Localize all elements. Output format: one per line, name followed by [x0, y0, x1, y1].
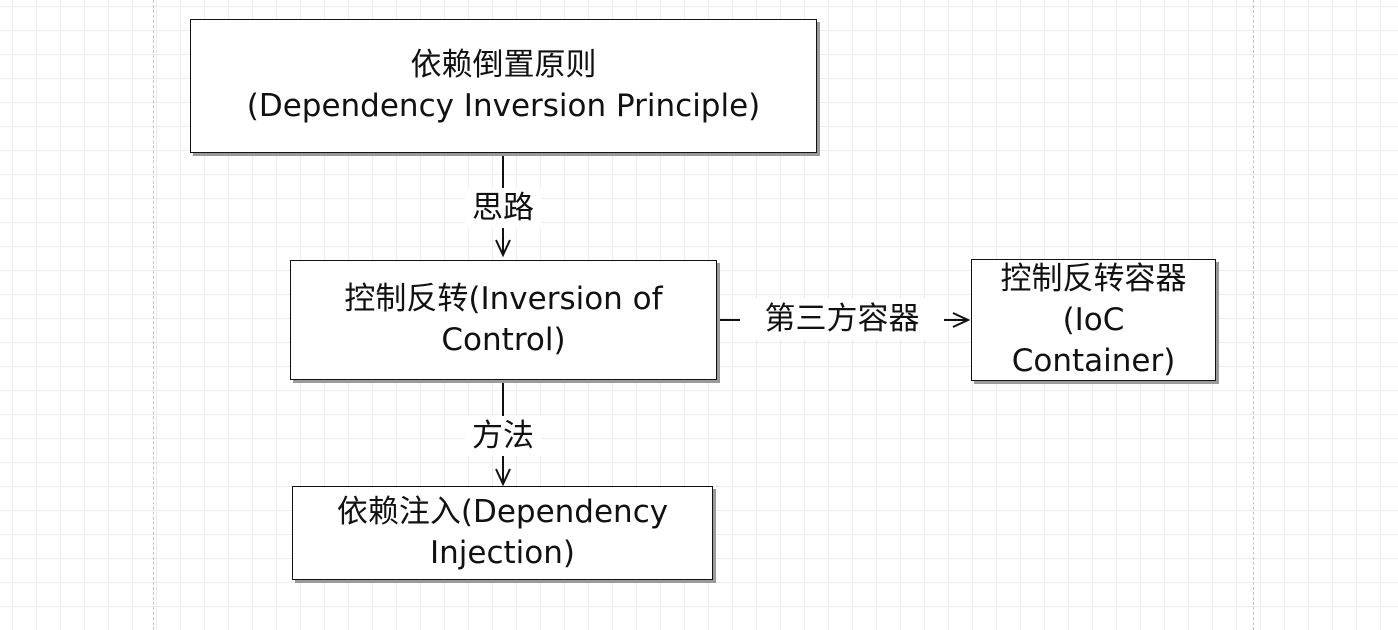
node-label-line: (IoC	[1062, 301, 1125, 338]
arrowhead-down-icon	[495, 239, 511, 258]
node-dependency-inversion-principle[interactable]: 依赖倒置原则 (Dependency Inversion Principle)	[190, 19, 817, 153]
node-dependency-injection[interactable]: 依赖注入(Dependency Injection)	[292, 486, 713, 580]
node-label-line: 控制反转(Inversion of	[344, 281, 663, 317]
node-label-line: Container)	[1011, 342, 1176, 379]
node-label-line: (Dependency Inversion Principle)	[246, 88, 761, 124]
node-label-line: 依赖倒置原则	[410, 47, 597, 83]
node-label-line: 控制反转容器	[1000, 260, 1187, 297]
edge-label-third-party-container: 第三方容器	[740, 299, 944, 339]
page-guide-right	[1253, 0, 1254, 630]
arrowhead-right-icon	[952, 312, 971, 328]
node-label-line: Injection)	[429, 535, 575, 571]
edge-label-approach: 思路	[465, 188, 541, 228]
edge-label-method: 方法	[465, 416, 541, 456]
page-guide-left	[153, 0, 154, 630]
arrowhead-down-icon	[495, 468, 511, 487]
node-ioc-container[interactable]: 控制反转容器 (IoC Container)	[971, 259, 1216, 381]
node-label-line: 依赖注入(Dependency	[336, 494, 669, 530]
node-label-line: Control)	[441, 322, 566, 358]
node-inversion-of-control[interactable]: 控制反转(Inversion of Control)	[290, 260, 717, 380]
